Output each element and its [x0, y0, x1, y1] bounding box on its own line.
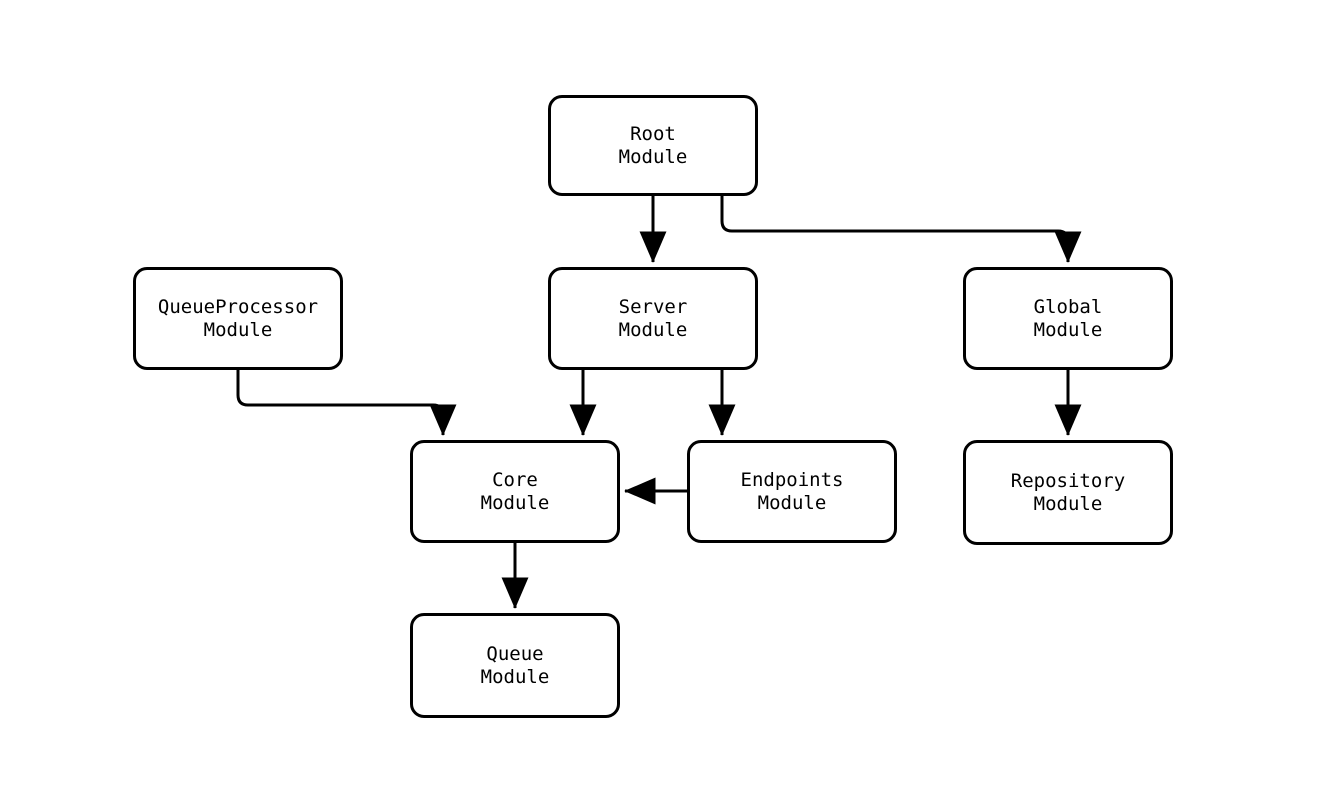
node-queueprocessor-title: QueueProcessor — [157, 295, 319, 318]
edge-queueprocessor-to-core — [236, 370, 457, 436]
node-server-title: Server — [618, 295, 688, 318]
node-global-subtitle: Module — [1033, 318, 1103, 341]
node-global-title: Global — [1033, 295, 1103, 318]
node-queueprocessor-subtitle: Module — [203, 318, 273, 341]
node-root-title: Root — [630, 122, 676, 145]
node-core-title: Core — [492, 468, 538, 491]
node-queue-subtitle: Module — [480, 665, 550, 688]
node-queueprocessor[interactable]: QueueProcessor Module — [133, 267, 343, 370]
edge-root-to-global — [720, 196, 1082, 263]
node-core-subtitle: Module — [480, 491, 550, 514]
node-endpoints-subtitle: Module — [757, 491, 827, 514]
node-repository[interactable]: Repository Module — [963, 440, 1173, 545]
node-server-subtitle: Module — [618, 318, 688, 341]
node-server[interactable]: Server Module — [548, 267, 758, 370]
node-queue-title: Queue — [486, 642, 544, 665]
node-root[interactable]: Root Module — [548, 95, 758, 196]
node-root-subtitle: Module — [618, 145, 688, 168]
node-repository-title: Repository — [1010, 469, 1126, 492]
node-endpoints[interactable]: Endpoints Module — [687, 440, 897, 543]
node-repository-subtitle: Module — [1033, 492, 1103, 515]
node-queue[interactable]: Queue Module — [410, 613, 620, 718]
node-endpoints-title: Endpoints — [740, 468, 844, 491]
node-core[interactable]: Core Module — [410, 440, 620, 543]
node-global[interactable]: Global Module — [963, 267, 1173, 370]
